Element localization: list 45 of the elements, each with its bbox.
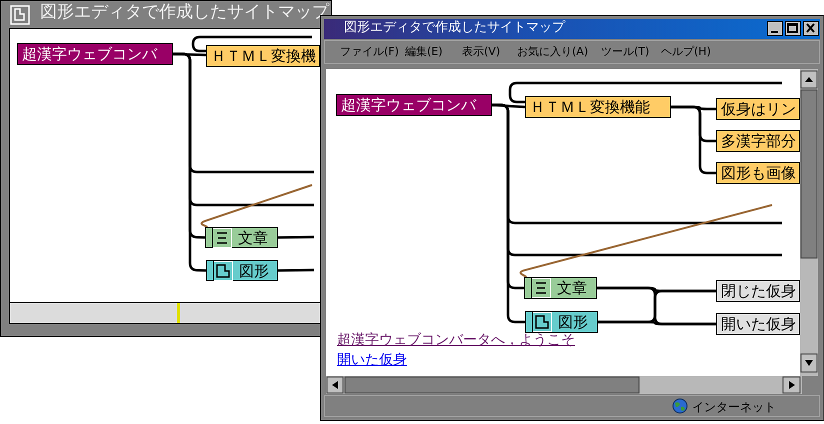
page-title: 文章 — [238, 228, 268, 246]
page-box — [17, 43, 173, 65]
page-title: 超漢字ウェブコンバ — [341, 96, 476, 114]
connector-line — [278, 268, 314, 272]
page-title: 多漢字部分 — [721, 132, 796, 150]
page-box — [205, 227, 278, 248]
menu-item: ヘルプ(H) — [661, 44, 711, 60]
connector-line — [508, 82, 782, 104]
connector-line — [192, 36, 312, 52]
menu-item: ファイル(F) — [340, 44, 399, 60]
connector-line — [520, 204, 772, 278]
connector-line — [200, 184, 312, 228]
connector-line — [492, 104, 782, 256]
page-box — [206, 260, 278, 281]
menu-item: ツール(T) — [601, 44, 650, 60]
page-box — [525, 96, 671, 118]
status-text: インターネット — [692, 399, 776, 415]
page-title: 文章 — [557, 279, 587, 297]
page-title: 閉じた仮身 — [721, 282, 796, 300]
menu-item: 編集(E) — [405, 44, 443, 60]
page-box — [716, 98, 800, 120]
page-title: 仮身はリン — [721, 100, 796, 118]
page-title: 図形も画像 — [721, 164, 796, 182]
visited-link: 超漢字ウェブコンバータへ，ようこそ — [337, 332, 575, 348]
page-title: 超漢字ウェブコンバ — [22, 45, 157, 63]
page-box — [716, 162, 800, 184]
page-box — [716, 313, 800, 335]
menu-item: お気に入り(A) — [517, 44, 588, 60]
connector-line — [598, 320, 716, 326]
page-box — [206, 45, 320, 67]
page-box — [525, 311, 598, 333]
page-title: ＨＴＭＬ変換機 — [211, 47, 316, 65]
page-link: 開いた仮身 — [337, 352, 407, 368]
connector-line — [173, 52, 314, 206]
page-box — [524, 277, 597, 299]
connector-line — [278, 236, 314, 239]
page-box — [716, 130, 800, 152]
page-title: 図形 — [239, 262, 269, 280]
page-title: ＨＴＭＬ変換機能 — [530, 98, 650, 116]
page-box — [336, 94, 492, 116]
window-title: 図形エディタで作成したサイトマップ — [344, 20, 565, 36]
menu-item: 表示(V) — [462, 44, 500, 60]
page-title: 図形 — [558, 313, 588, 331]
page-title: 開いた仮身 — [721, 315, 796, 333]
page-box — [716, 280, 800, 302]
